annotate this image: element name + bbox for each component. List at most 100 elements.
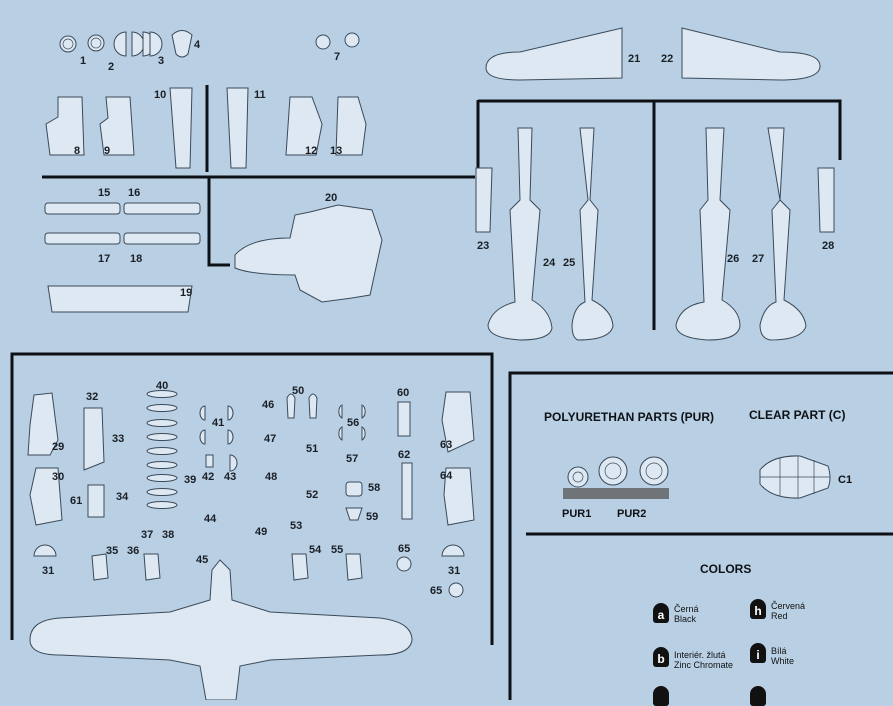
small-parts-top xyxy=(59,30,360,58)
part-number: 51 xyxy=(306,443,319,455)
color-swatch-partial xyxy=(750,686,766,706)
part-number: 28 xyxy=(822,240,835,252)
part-number: 55 xyxy=(331,544,344,556)
part-number: 31 xyxy=(42,565,55,577)
part-number: 54 xyxy=(309,544,322,556)
canopy-c1 xyxy=(759,455,831,499)
part-20-fuselage xyxy=(234,204,383,303)
part-number: 62 xyxy=(398,449,411,461)
part-number: 63 xyxy=(440,439,453,451)
part-number: 29 xyxy=(52,441,65,453)
clear-part-title: CLEAR PART (C) xyxy=(749,408,846,422)
part-number: 56 xyxy=(347,417,360,429)
fuselage-parts-top xyxy=(45,87,367,169)
part-number: 9 xyxy=(104,145,111,157)
part-number: 60 xyxy=(397,387,410,399)
color-name-en: Zinc Chromate xyxy=(674,660,734,670)
part-number: 13 xyxy=(330,145,343,157)
part-number: 44 xyxy=(204,513,217,525)
color-swatch-b: b xyxy=(653,647,669,667)
pur-parts-title: POLYURETHAN PARTS (PUR) xyxy=(544,410,715,424)
part-number: 41 xyxy=(212,417,225,429)
part-number: 3 xyxy=(158,55,165,67)
part-number: 35 xyxy=(106,545,119,557)
part-number: 31 xyxy=(448,565,461,577)
part-number: 10 xyxy=(154,89,167,101)
part-number: 19 xyxy=(180,287,193,299)
part-number: 11 xyxy=(254,89,266,101)
part-number: 58 xyxy=(368,482,381,494)
part-number: 49 xyxy=(255,526,268,538)
color-name-cz: Červená xyxy=(771,601,806,611)
part-number: 47 xyxy=(264,433,277,445)
color-name-en: Black xyxy=(674,614,697,624)
color-label: Červená Red xyxy=(771,601,805,621)
pur2-label: PUR2 xyxy=(617,508,647,520)
color-swatch-h: h xyxy=(750,599,766,619)
part-number: 65 xyxy=(430,585,443,597)
part-number: 17 xyxy=(98,253,111,265)
color-swatch-a: a xyxy=(653,603,669,623)
pur-bar xyxy=(563,488,669,499)
part-number: 61 xyxy=(70,495,83,507)
part-number: 34 xyxy=(116,491,129,503)
part-number: 22 xyxy=(661,53,674,65)
color-name-en: White xyxy=(771,656,795,666)
wing-parts xyxy=(485,27,821,81)
part-number: 16 xyxy=(128,187,141,199)
part-number: 15 xyxy=(98,187,111,199)
part-number: 27 xyxy=(752,253,765,265)
tail-parts xyxy=(475,127,835,341)
part-number: 48 xyxy=(265,471,278,483)
strip-parts xyxy=(44,202,201,313)
color-name-cz: Černá xyxy=(674,604,699,614)
part-number: 21 xyxy=(628,53,641,65)
part-number: 53 xyxy=(290,520,303,532)
part-number: 25 xyxy=(563,257,576,269)
part-number: 18 xyxy=(130,253,143,265)
part-number: 32 xyxy=(86,391,99,403)
part-number: 1 xyxy=(80,55,87,67)
part-number: 4 xyxy=(194,39,201,51)
part-number: 50 xyxy=(292,385,305,397)
color-name-cz: Interiér. žlutá xyxy=(674,650,726,660)
part-number: 40 xyxy=(156,380,169,392)
part-number: 12 xyxy=(305,145,318,157)
lower-box-parts xyxy=(27,390,475,700)
part-number: 37 xyxy=(141,529,154,541)
part-number: 8 xyxy=(74,145,81,157)
frame-lines xyxy=(10,85,893,700)
color-swatch-partial xyxy=(653,686,669,706)
part-number: 23 xyxy=(477,240,490,252)
part-number: 65 xyxy=(398,543,411,555)
part-number: 57 xyxy=(346,453,359,465)
part-number: 26 xyxy=(727,253,740,265)
pur-parts xyxy=(563,456,669,499)
color-label: Bílá White xyxy=(771,646,794,666)
part-number: 46 xyxy=(262,399,275,411)
part-number: 43 xyxy=(224,471,237,483)
colors-title: COLORS xyxy=(700,562,752,576)
part-number: 2 xyxy=(108,61,115,73)
part-number: 36 xyxy=(127,545,140,557)
part-number: 7 xyxy=(334,51,341,63)
part-number: 39 xyxy=(184,474,197,486)
color-name-cz: Bílá xyxy=(771,646,787,656)
color-name-en: Red xyxy=(771,611,788,621)
part-number: 64 xyxy=(440,470,453,482)
part-number: 45 xyxy=(196,554,209,566)
part-number: 38 xyxy=(162,529,175,541)
pur1-label: PUR1 xyxy=(562,508,592,520)
part-number: 52 xyxy=(306,489,319,501)
color-label: Interiér. žlutá Zinc Chromate xyxy=(674,650,733,670)
color-swatch-i: i xyxy=(750,643,766,663)
part-number: 59 xyxy=(366,511,379,523)
part-number: 33 xyxy=(112,433,125,445)
color-label: Černá Black xyxy=(674,604,699,624)
part-number: 30 xyxy=(52,471,65,483)
part-number: 20 xyxy=(325,192,338,204)
part-number: 24 xyxy=(543,257,556,269)
part-number: 42 xyxy=(202,471,215,483)
c1-label: C1 xyxy=(838,474,853,486)
